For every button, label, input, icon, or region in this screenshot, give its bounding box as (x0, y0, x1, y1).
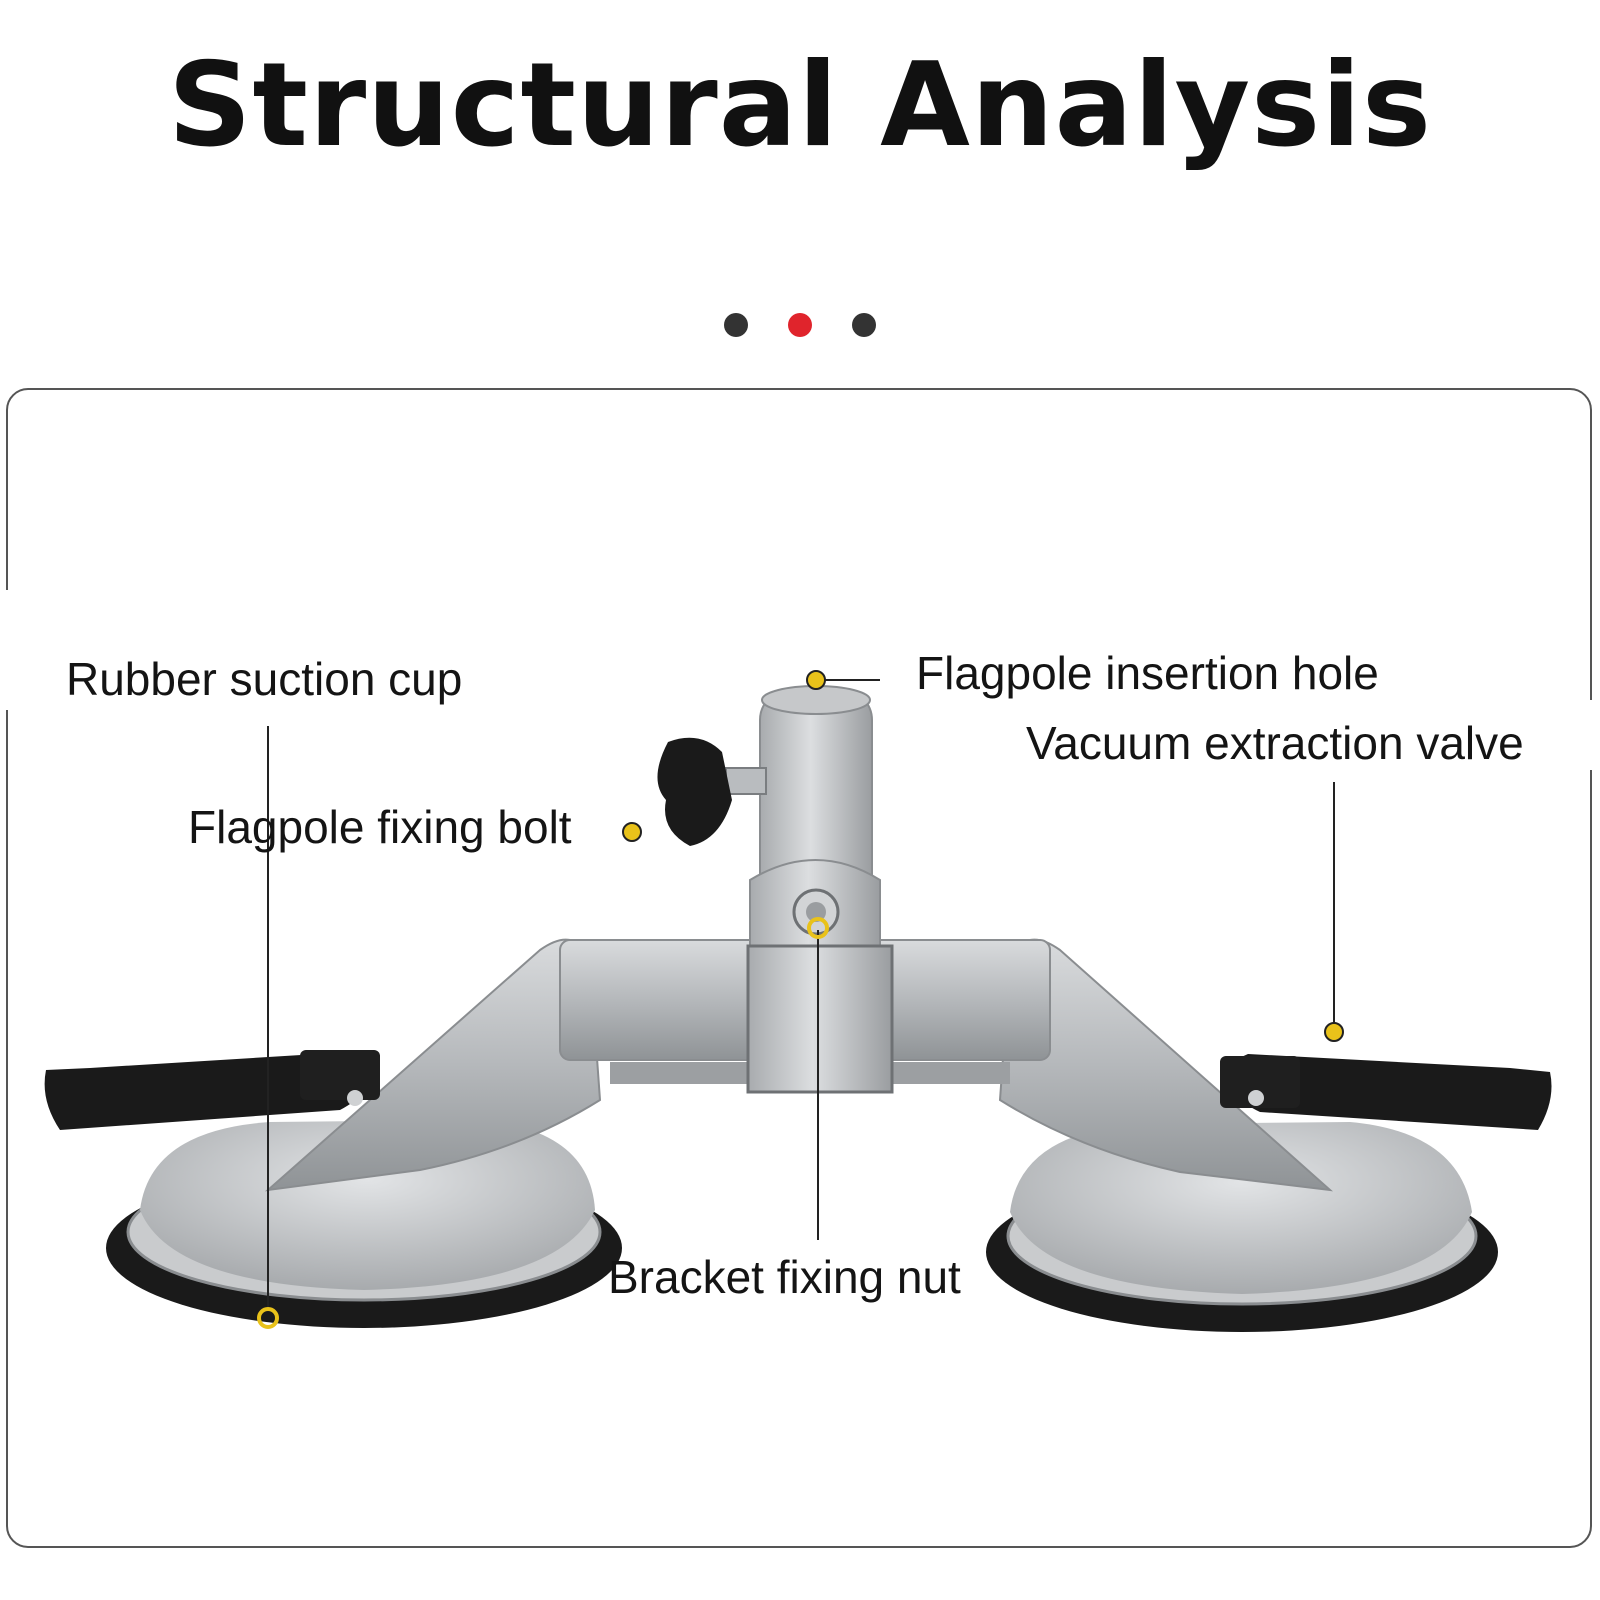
left-handle (44, 1050, 380, 1130)
label-rubber-suction-cup: Rubber suction cup (66, 653, 463, 705)
frame-gap-left (0, 590, 12, 710)
right-handle-screw (1248, 1090, 1264, 1106)
marker-bracket-fixing-nut (807, 917, 829, 939)
left-handle-grip (44, 1052, 373, 1130)
marker-flagpole-fixing-bolt (622, 822, 642, 842)
left-handle-lever (300, 1050, 380, 1100)
carousel-dot-2-active[interactable] (788, 313, 812, 337)
right-handle-grip (1225, 1054, 1552, 1130)
marker-rubber-suction-cup (257, 1307, 279, 1329)
label-flagpole-fixing-bolt: Flagpole fixing bolt (188, 801, 572, 853)
carousel-dot-3[interactable] (852, 313, 876, 337)
right-handle-lever (1220, 1056, 1300, 1108)
left-cup-body (264, 938, 602, 1192)
marker-flagpole-insertion-hole (806, 670, 826, 690)
left-suction-cup (106, 938, 622, 1328)
bracket-nut-center (806, 902, 826, 922)
left-cup-dome (140, 1120, 595, 1290)
right-suction-cup (986, 938, 1498, 1332)
bolt-knob (657, 737, 732, 846)
marker-vacuum-extraction-valve (1324, 1022, 1344, 1042)
flagpole-insertion-hole-top (761, 685, 871, 715)
bracket-clamp (746, 944, 894, 1094)
carousel-dot-1[interactable] (724, 313, 748, 337)
right-cup-dome (1010, 1122, 1472, 1294)
frame-gap-right (1586, 700, 1600, 770)
left-handle-screw (347, 1090, 363, 1106)
bolt-shaft (725, 767, 767, 795)
label-vacuum-extraction-valve: Vacuum extraction valve (1026, 717, 1524, 769)
label-bracket-fixing-nut: Bracket fixing nut (608, 1251, 961, 1303)
right-handle (1220, 1054, 1552, 1130)
carousel-indicator (724, 313, 876, 337)
label-flagpole-insertion-hole: Flagpole insertion hole (916, 647, 1379, 699)
diagram-frame (6, 388, 1592, 1548)
page-title: Structural Analysis (167, 38, 1433, 173)
flagpole-fixing-bolt (657, 737, 767, 846)
